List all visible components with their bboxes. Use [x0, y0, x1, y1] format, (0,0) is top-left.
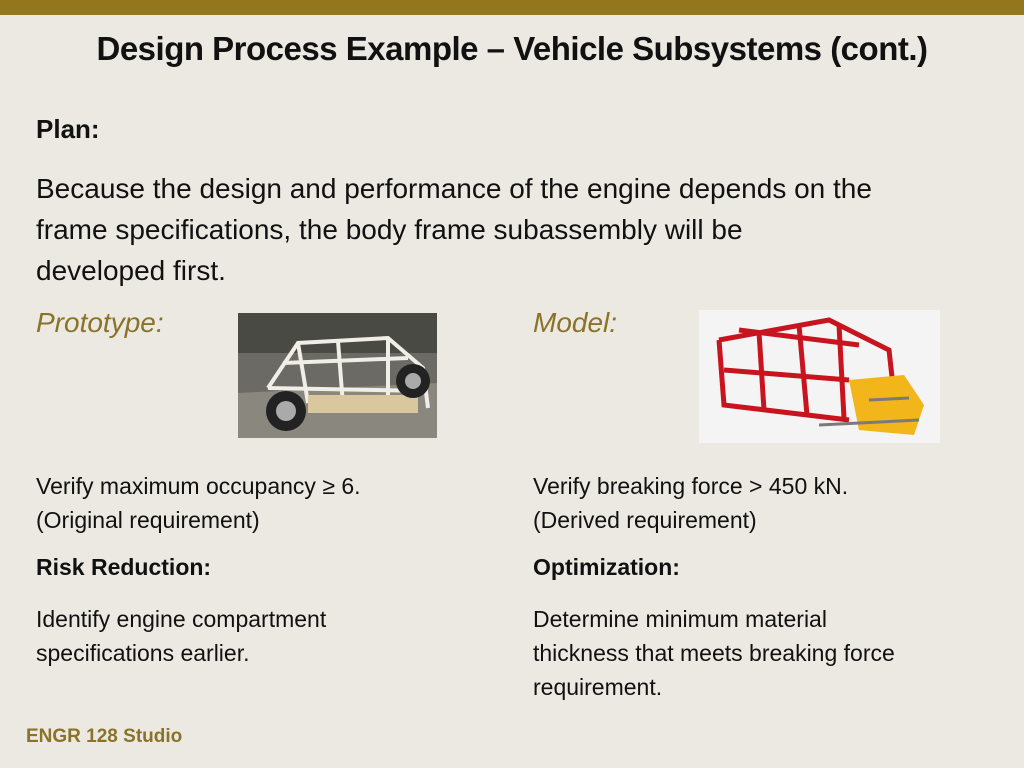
top-accent-bar: [0, 0, 1024, 15]
prototype-label: Prototype:: [36, 307, 164, 338]
prototype-verify-text: Verify maximum occupancy ≥ 6. (Original …: [36, 469, 476, 537]
risk-reduction-text: Identify engine compartment specificatio…: [36, 602, 466, 670]
plan-text: Because the design and performance of th…: [36, 168, 986, 291]
model-verify-line: (Derived requirement): [533, 507, 757, 533]
model-frame-illustration: [699, 310, 940, 443]
slide-title: Design Process Example – Vehicle Subsyst…: [96, 30, 928, 67]
optimization-line: Determine minimum material: [533, 606, 827, 632]
prototype-photo: [238, 313, 437, 438]
prototype-verify-line: (Original requirement): [36, 507, 260, 533]
optimization-text: Determine minimum material thickness tha…: [533, 602, 973, 704]
prototype-frame-illustration: [238, 313, 437, 438]
model-label: Model:: [533, 307, 618, 338]
plan-text-line: frame specifications, the body frame sub…: [36, 214, 743, 245]
optimization-line: thickness that meets breaking force: [533, 640, 895, 666]
model-verify-text: Verify breaking force > 450 kN. (Derived…: [533, 469, 973, 537]
model-verify-line: Verify breaking force > 450 kN.: [533, 473, 849, 499]
plan-label: Plan:: [36, 114, 100, 144]
risk-reduction-line: Identify engine compartment: [36, 606, 327, 632]
risk-reduction-line: specifications earlier.: [36, 640, 250, 666]
plan-text-line: developed first.: [36, 255, 226, 286]
prototype-verify-line: Verify maximum occupancy ≥ 6.: [36, 473, 361, 499]
optimization-heading: Optimization:: [533, 554, 680, 580]
model-photo: [699, 310, 940, 443]
footer-course-label: ENGR 128 Studio: [26, 726, 183, 747]
plan-text-line: Because the design and performance of th…: [36, 173, 872, 204]
optimization-line: requirement.: [533, 674, 663, 700]
risk-reduction-heading: Risk Reduction:: [36, 554, 212, 580]
